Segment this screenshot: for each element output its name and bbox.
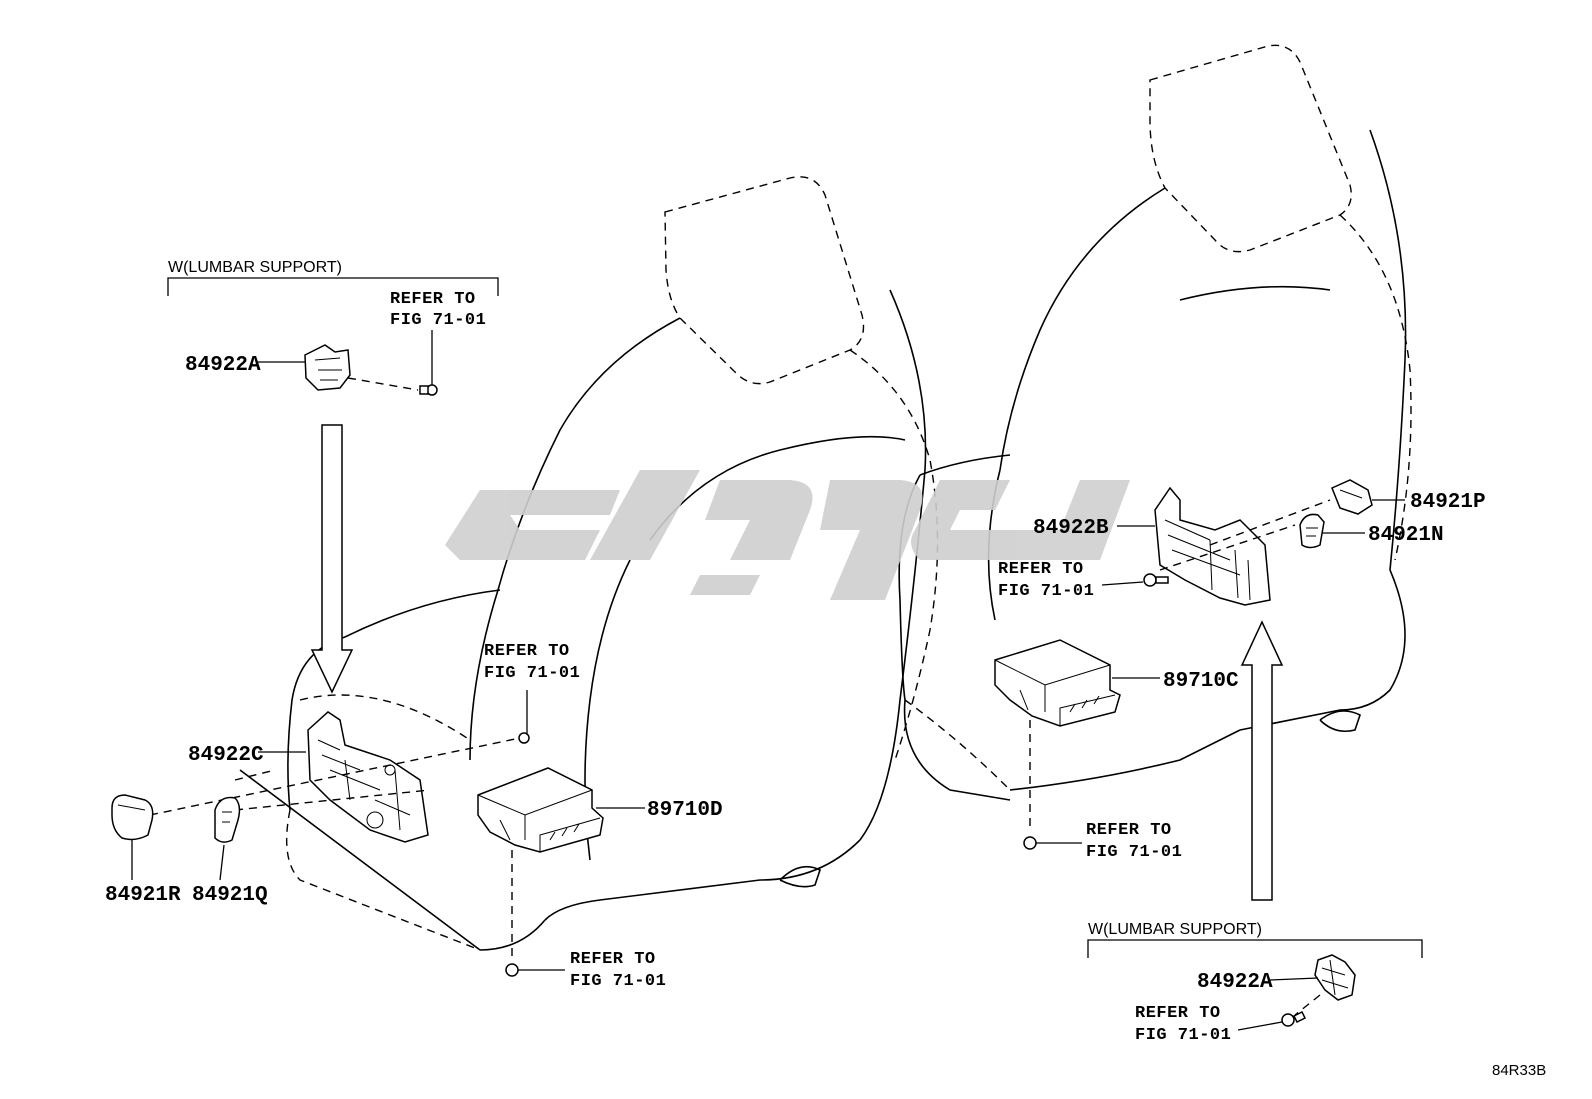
right-lumbar-switch-84922A xyxy=(1237,954,1356,1031)
left-mid-refer-line2: FIG 71-01 xyxy=(484,664,580,683)
left-lumbar-switch-84922A xyxy=(258,330,438,396)
right-mid-refer-line2: FIG 71-01 xyxy=(998,582,1094,601)
right-leader-84921N xyxy=(1159,524,1296,571)
right-bottom2-refer-line2: FIG 71-01 xyxy=(1135,1026,1231,1045)
right-lumbar-condition: W(LUMBAR SUPPORT) xyxy=(1087,921,1423,958)
left-leader-84921Q xyxy=(234,789,431,811)
right-ecu-89710C xyxy=(994,639,1160,850)
label-84922A-right: 84922A xyxy=(1197,971,1273,994)
right-seat-switch-84922B xyxy=(1117,486,1271,606)
left-arrow-down xyxy=(310,424,354,694)
right-knob-84921P xyxy=(1331,479,1405,515)
label-84921R: 84921R xyxy=(105,884,181,907)
label-89710C: 89710C xyxy=(1163,670,1239,693)
left-lumbar-condition: W(LUMBAR SUPPORT) xyxy=(167,259,499,296)
left-bottom-refer-line2: FIG 71-01 xyxy=(570,972,666,991)
right-bottom2-refer-line1: REFER TO xyxy=(1135,1004,1221,1023)
label-84922B: 84922B xyxy=(1033,517,1109,540)
right-mid-refer-line1: REFER TO xyxy=(998,560,1084,579)
left-knob-84921R xyxy=(111,794,154,880)
left-mid-refer-line1: REFER TO xyxy=(484,642,570,661)
right-leader-84921P xyxy=(1209,499,1331,546)
right-screw-mid xyxy=(1101,573,1169,587)
label-84922A-left: 84922A xyxy=(185,354,261,377)
label-84922C: 84922C xyxy=(188,744,264,767)
right-bottom-refer-line2: FIG 71-01 xyxy=(1086,843,1182,862)
label-84921Q: 84921Q xyxy=(192,884,268,907)
diagram-code: 84R33B xyxy=(1492,1062,1546,1079)
label-84921N: 84921N xyxy=(1368,524,1444,547)
left-bottom-refer-line1: REFER TO xyxy=(570,950,656,969)
label-84921P: 84921P xyxy=(1410,491,1486,514)
watermark-logo xyxy=(445,470,1130,600)
left-condition-text: W(LUMBAR SUPPORT) xyxy=(168,259,342,276)
left-leader-84921R xyxy=(149,737,521,816)
left-top-refer-line2: FIG 71-01 xyxy=(390,311,486,330)
right-bottom-refer-line1: REFER TO xyxy=(1086,821,1172,840)
right-condition-text: W(LUMBAR SUPPORT) xyxy=(1088,921,1262,938)
left-knob-84921Q xyxy=(214,796,241,881)
right-arrow-up xyxy=(1240,620,1284,901)
left-top-refer-line1: REFER TO xyxy=(390,290,476,309)
right-knob-84921N xyxy=(1299,513,1365,549)
left-ecu-89710D xyxy=(477,690,645,977)
label-89710D: 89710D xyxy=(647,799,723,822)
right-seat-outline xyxy=(898,44,1412,801)
